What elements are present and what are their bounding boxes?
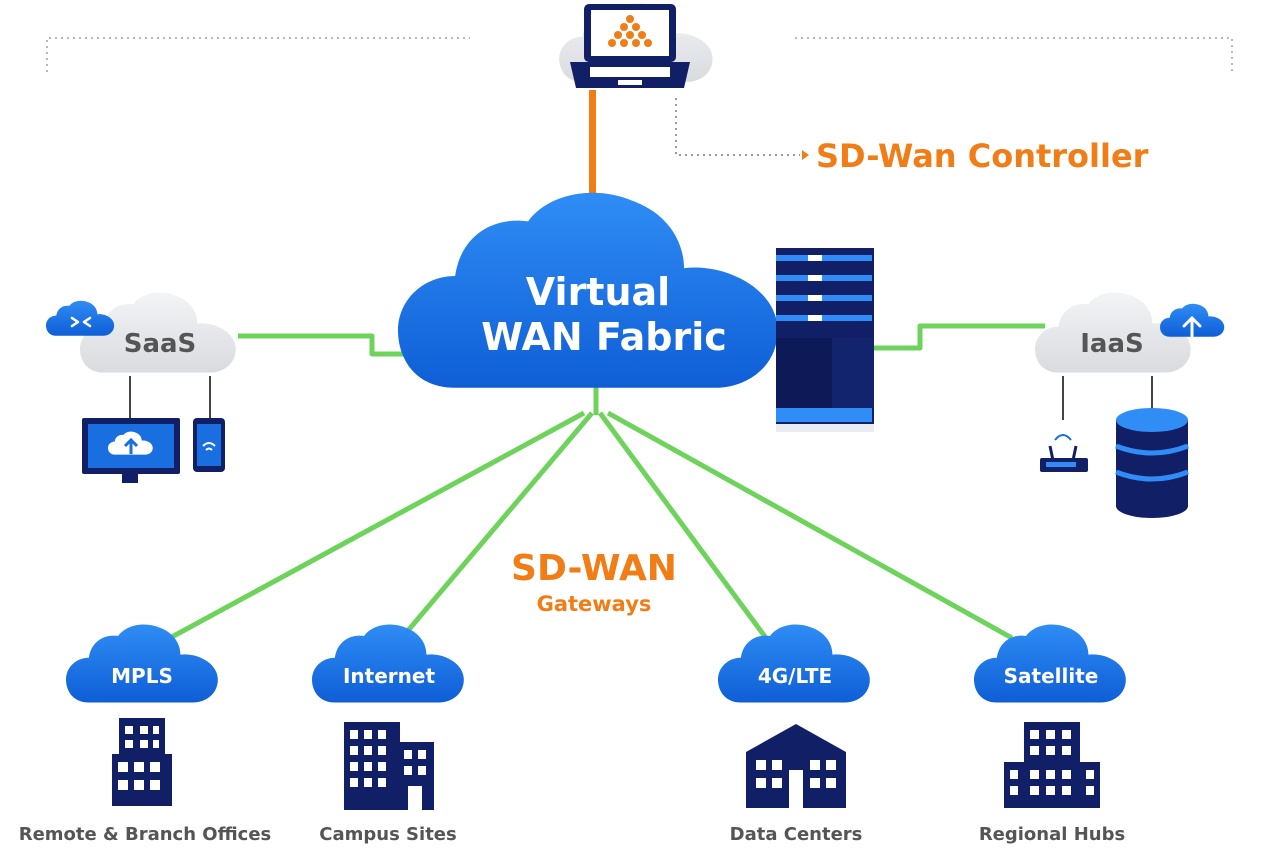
site-label-remote-branch: Remote & Branch Offices — [19, 824, 272, 845]
gateways-title: SD-WAN — [511, 548, 677, 589]
transport-label: Satellite — [1004, 664, 1099, 688]
fabric-label-line1: Virtual — [526, 270, 670, 314]
controller-dotted-connector — [675, 98, 800, 156]
link-saas — [238, 333, 410, 357]
laptop-icon — [570, 4, 690, 88]
monitor-icon — [82, 418, 180, 483]
transport-cloud-mpls: MPLS — [66, 624, 218, 703]
link-mpls — [168, 410, 586, 641]
link-satellite — [606, 410, 1014, 641]
transport-label: 4G/LTE — [758, 664, 832, 688]
transport-cloud-4glte: 4G/LTE — [718, 624, 870, 703]
regional-hub-building-icon — [1004, 722, 1100, 808]
phone-icon — [193, 418, 225, 472]
transport-label: MPLS — [111, 664, 173, 688]
router-icon — [1040, 434, 1088, 472]
link-4glte — [597, 411, 769, 640]
node-cluster-icon — [608, 15, 652, 47]
datacenter-building-icon — [746, 724, 846, 808]
campus-building-icon — [344, 722, 434, 810]
database-icon — [1115, 408, 1189, 518]
fabric-label-line2: WAN Fabric — [481, 315, 727, 359]
controller-arrow-icon — [802, 150, 809, 160]
iaas-connector-lines — [1062, 376, 1153, 420]
transport-cloud-internet: Internet — [312, 624, 464, 703]
header-dotted-lines — [46, 37, 1233, 72]
office-building-icon — [112, 718, 172, 806]
site-label-data-centers: Data Centers — [730, 824, 863, 845]
iaas-label: IaaS — [1080, 329, 1144, 359]
link-internet — [398, 411, 594, 642]
site-label-regional-hubs: Regional Hubs — [979, 824, 1125, 845]
controller-label: SD-Wan Controller — [816, 137, 1149, 175]
saas-badge-cloud-icon — [46, 300, 115, 336]
saas-connector-lines — [129, 376, 211, 418]
site-label-campus: Campus Sites — [319, 824, 456, 845]
green-links — [168, 323, 1045, 642]
transport-cloud-satellite: Satellite — [974, 624, 1126, 703]
iaas-badge-upload-icon — [1160, 303, 1225, 338]
server-rack-icon — [776, 248, 874, 432]
gateways-subtitle: Gateways — [537, 592, 652, 616]
transport-label: Internet — [343, 664, 435, 688]
saas-label: SaaS — [124, 329, 197, 359]
link-iaas — [872, 323, 1045, 351]
controller-link — [589, 90, 596, 205]
